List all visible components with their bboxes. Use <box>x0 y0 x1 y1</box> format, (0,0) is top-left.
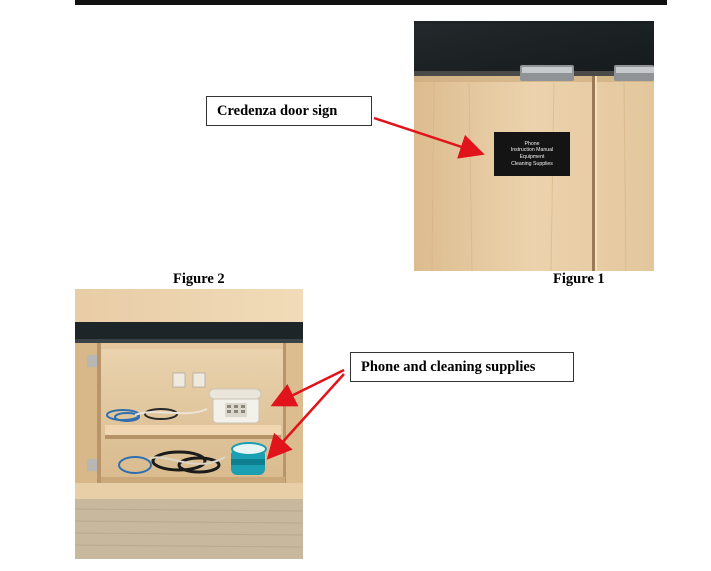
door-sign-line-3: Equipment <box>519 154 545 160</box>
callout-phone-and-supplies: Phone and cleaning supplies <box>350 352 574 382</box>
figure2-photo <box>75 289 303 559</box>
figure2-caption: Figure 2 <box>173 271 225 287</box>
door-sign-line-1: Phone <box>524 140 540 147</box>
arrow-to-door-sign <box>373 116 485 159</box>
callout-credenza-door-sign: Credenza door sign <box>206 96 372 126</box>
figure1-caption: Figure 1 <box>553 271 605 287</box>
arrow-to-phone <box>270 368 345 407</box>
door-sign-line-4: Cleaning Supplies <box>511 160 553 167</box>
door-sign-plaque: Phone Instruction Manual Equipment Clean… <box>494 132 570 176</box>
door-sign-line-2: Instruction Manual <box>510 147 554 154</box>
top-horizontal-rule <box>75 0 667 5</box>
figure1-photo: Phone Instruction Manual Equipment Clean… <box>414 21 654 271</box>
arrow-to-cleaning-supplies <box>266 373 345 460</box>
